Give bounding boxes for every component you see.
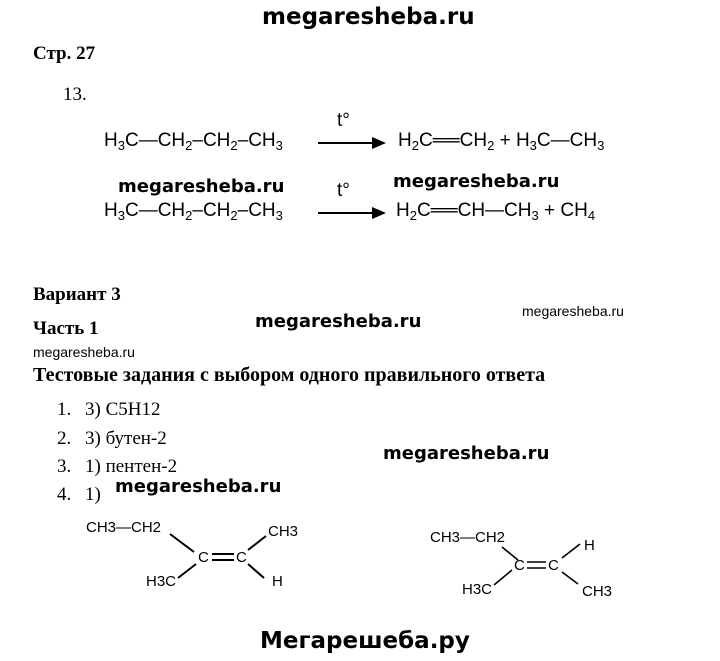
watermark: megaresheba.ru xyxy=(33,344,135,360)
reaction-1-reactant: H3C—CH2–CH2–CH3 xyxy=(104,130,283,153)
reaction-2-reactant: H3C—CH2–CH2–CH3 xyxy=(104,200,283,223)
watermark: megaresheba.ru xyxy=(393,171,560,192)
structure-2-top-left: CH3—CH2 xyxy=(430,529,505,546)
variant-heading: Вариант 3 xyxy=(33,284,121,305)
answer-number: 4. xyxy=(57,484,72,505)
watermark-footer: Мегарешеба.ру xyxy=(260,628,470,654)
watermark: megaresheba.ru xyxy=(383,443,550,464)
watermark: megaresheba.ru xyxy=(118,176,285,197)
answer-text: 1) xyxy=(85,484,101,505)
reaction-1-products: H2C══CH2 + H3C—CH3 xyxy=(398,130,605,153)
watermark: megaresheba.ru xyxy=(522,303,624,319)
structure-2-carbon: C xyxy=(514,557,525,574)
task-number: 13. xyxy=(63,84,87,105)
structure-1-carbon: C xyxy=(236,549,247,566)
answer-text: 1) пентен-2 xyxy=(85,456,178,477)
watermark: megaresheba.ru xyxy=(255,311,422,332)
structure-1-carbon: C xyxy=(198,549,209,566)
reaction-1-condition: t° xyxy=(337,110,350,131)
reaction-2-products: H2C══CH—CH3 + CH4 xyxy=(396,200,596,223)
structure-1-bonds xyxy=(169,533,267,579)
reaction-2-condition: t° xyxy=(337,180,350,201)
structure-1-bottom-right: H xyxy=(272,573,283,590)
reaction-arrow-icon xyxy=(318,207,386,219)
answer-number: 3. xyxy=(57,456,72,477)
structure-2-top-right: H xyxy=(584,537,595,554)
structural-formulas: CH3—CH2 CH3 H3C H C C CH3—CH2 H H3C CH3 … xyxy=(86,519,612,600)
structure-2-bottom-left: H3C xyxy=(462,581,492,598)
section-title: Тестовые задания с выбором одного правил… xyxy=(33,364,546,386)
page-label: Стр. 27 xyxy=(33,43,96,64)
answer-text: 3) C5H12 xyxy=(85,399,161,420)
structure-1-bottom-left: H3C xyxy=(146,573,176,590)
part-heading: Часть 1 xyxy=(33,318,99,339)
structure-2-bottom-right: CH3 xyxy=(582,583,612,600)
answer-number: 2. xyxy=(57,428,72,449)
answer-number: 1. xyxy=(57,399,72,420)
structure-2-carbon: C xyxy=(548,557,559,574)
structure-1-top-right: CH3 xyxy=(268,523,298,540)
watermark-header: megaresheba.ru xyxy=(262,4,475,30)
structure-2-bonds xyxy=(493,543,581,586)
structure-1-top-left: CH3—CH2 xyxy=(86,519,161,536)
reaction-arrow-icon xyxy=(318,137,386,149)
answer-text: 3) бутен-2 xyxy=(85,428,167,449)
watermark: megaresheba.ru xyxy=(115,476,282,497)
